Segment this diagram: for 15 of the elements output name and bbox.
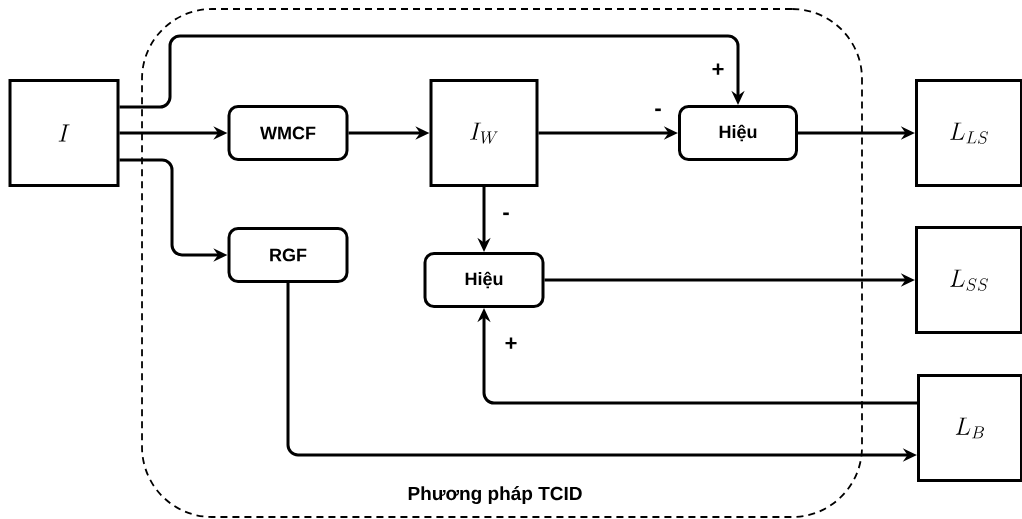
edge-label: + bbox=[503, 336, 519, 352]
arrow bbox=[119, 34, 745, 109]
edge-label: - bbox=[653, 107, 663, 117]
process-box: Hiệu bbox=[678, 105, 798, 161]
edge-label: - bbox=[501, 211, 511, 221]
edge-label: + bbox=[710, 62, 726, 78]
process-box: Hiệu bbox=[423, 252, 545, 308]
process-box: RGF bbox=[227, 227, 349, 283]
region-title: Phương pháp TCID bbox=[408, 486, 582, 504]
signal-box: $L_{LS}$ bbox=[915, 79, 1022, 187]
signal-box: $I$ bbox=[8, 79, 120, 187]
signal-box: $I_{W}$ bbox=[429, 79, 539, 187]
signal-box: $L_{B}$ bbox=[917, 374, 1022, 482]
signal-box: $L_{SS}$ bbox=[915, 226, 1022, 334]
process-box: WMCF bbox=[227, 105, 349, 161]
